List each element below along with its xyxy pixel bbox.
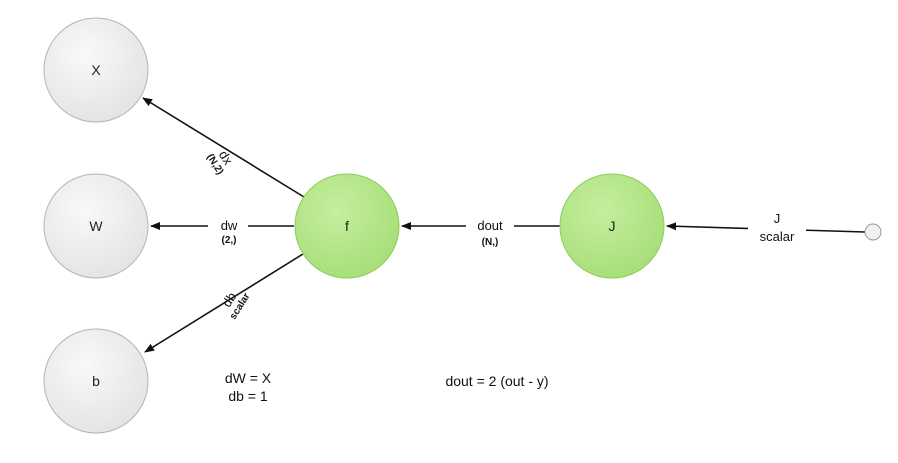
dout-label: dout <box>477 218 503 233</box>
dw-label-bg <box>208 212 248 246</box>
node-x[interactable]: X <box>43 17 149 123</box>
node-j-circle <box>559 173 665 279</box>
j-label-bg <box>748 208 806 248</box>
dw-label: dw <box>221 218 238 233</box>
equation-dw: dW = X <box>225 370 272 386</box>
node-f-circle <box>294 173 400 279</box>
node-f[interactable]: f <box>294 173 400 279</box>
node-x-circle <box>43 17 149 123</box>
db-label: db <box>219 290 239 310</box>
node-w-circle <box>43 173 149 279</box>
dout-shape: (N,) <box>482 237 499 248</box>
node-b-label: b <box>92 373 100 389</box>
edge-f-to-x <box>142 97 305 198</box>
node-x-label: X <box>91 62 101 78</box>
edge-f-to-b <box>144 253 304 353</box>
node-f-label: f <box>345 218 349 234</box>
edge-label-dx: dx (N,2) <box>204 148 236 177</box>
node-b-circle <box>43 328 149 434</box>
node-j-label: J <box>609 218 616 234</box>
j-input-label: J <box>774 211 781 226</box>
input-terminal[interactable] <box>864 223 882 241</box>
dw-shape: (2,) <box>222 235 237 246</box>
equation-db: db = 1 <box>228 388 268 404</box>
node-b[interactable]: b <box>43 328 149 434</box>
node-w-label: W <box>89 218 103 234</box>
dout-label-bg <box>466 212 514 250</box>
node-w[interactable]: W <box>43 173 149 279</box>
j-input-shape: scalar <box>760 229 795 244</box>
equation-dout: dout = 2 (out - y) <box>445 373 548 389</box>
node-j[interactable]: J <box>559 173 665 279</box>
